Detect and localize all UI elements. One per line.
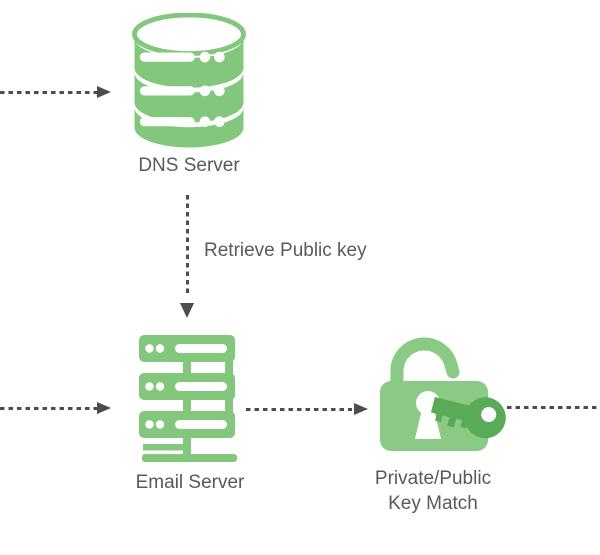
arrowhead-down-icon	[180, 303, 194, 318]
db-disc	[134, 72, 244, 123]
email-server-label: Email Server	[135, 472, 245, 493]
db-dot	[199, 51, 211, 63]
padlock-key-icon	[380, 337, 506, 451]
server-slot	[175, 382, 227, 391]
server-led	[145, 382, 154, 391]
keymatch-label-line1: Private/Public	[374, 468, 492, 489]
keyhole-slot	[415, 409, 441, 439]
key	[430, 396, 506, 439]
lock-shackle	[390, 337, 460, 393]
server-slot	[175, 344, 227, 353]
db-slot	[139, 86, 195, 96]
server-led	[145, 344, 154, 353]
server-led	[155, 344, 165, 353]
dashed-line	[0, 91, 98, 94]
db-dot	[214, 116, 225, 127]
db-disc	[134, 38, 244, 88]
server-stand-bar	[143, 444, 187, 451]
server-led	[145, 420, 154, 429]
db-slot	[139, 117, 195, 127]
db-dot	[214, 85, 225, 97]
dashed-line	[186, 195, 189, 295]
server-base	[142, 454, 237, 462]
server-slot	[175, 420, 227, 429]
server-rack-icon	[139, 335, 237, 462]
dashed-line	[0, 407, 98, 410]
dns-server-label: DNS Server	[138, 155, 240, 176]
arrowhead-right-icon	[354, 403, 368, 415]
arrowhead-right-icon	[97, 86, 111, 98]
db-dot	[214, 51, 225, 63]
db-top-ellipse	[132, 13, 246, 56]
retrieve-public-key-label: Retrieve Public key	[204, 240, 367, 261]
db-dot	[199, 85, 211, 97]
edge-keymatch-outgoing	[507, 406, 600, 409]
server-led	[155, 420, 165, 429]
db-slot	[139, 52, 195, 62]
dashed-line	[246, 408, 352, 411]
database-icon	[132, 13, 246, 148]
db-dot	[199, 116, 211, 127]
keymatch-label-line2: Key Match	[388, 493, 478, 514]
keymatch-label: Private/Public Key Match	[333, 466, 533, 516]
server-led	[155, 382, 165, 391]
db-disc	[134, 107, 244, 148]
arrowhead-right-icon	[97, 402, 111, 414]
key-bow-hole	[481, 407, 497, 423]
